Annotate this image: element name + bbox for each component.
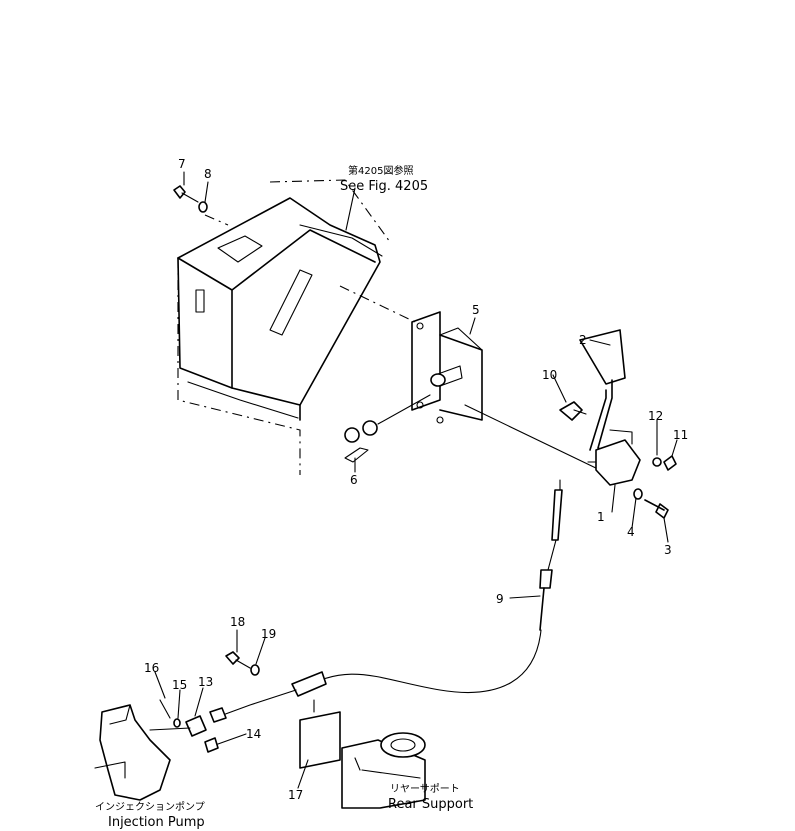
part-number-6: 6 [350, 473, 358, 487]
rear-support-jp-caption: リヤーサポート [390, 783, 460, 795]
bracket-5-drawing [411, 311, 601, 471]
part-number-13: 13 [198, 675, 213, 689]
see-fig-jp-label: 第4205図参照 [348, 164, 413, 177]
injection-pump-drawing [94, 699, 219, 801]
part-number-14: 14 [246, 727, 261, 741]
part-number-12: 12 [648, 409, 663, 423]
part-number-18: 18 [230, 615, 245, 629]
part-number-1: 1 [597, 510, 605, 524]
part-number-7: 7 [178, 157, 186, 171]
bushings-6-drawing [344, 394, 431, 463]
part-number-4: 4 [627, 525, 635, 539]
part-number-17: 17 [288, 788, 303, 802]
injection-pump-jp-caption: インジェクションポンプ [95, 801, 205, 813]
console-cover-drawing [177, 197, 383, 421]
dash-dot-lines [177, 179, 416, 475]
part-number-3: 3 [664, 543, 672, 557]
part-number-19: 19 [261, 627, 276, 641]
part-number-15: 15 [172, 678, 187, 692]
rear-support-en-caption: Rear Support [388, 797, 473, 812]
part-number-11: 11 [673, 428, 688, 442]
part-number-16: 16 [144, 661, 159, 675]
part-number-9: 9 [496, 592, 504, 606]
injection-pump-en-caption: Injection Pump [108, 815, 205, 830]
part-number-8: 8 [204, 167, 212, 181]
part-number-5: 5 [472, 303, 480, 317]
leader-lines [154, 171, 678, 789]
part-number-2: 2 [579, 333, 587, 347]
cable-9-drawing [209, 479, 563, 723]
lever-assembly-drawing [559, 329, 677, 519]
rear-support-drawing [299, 699, 426, 809]
bolt-18-drawing [225, 651, 260, 676]
part-number-10: 10 [542, 368, 557, 382]
bolt-7-drawing [173, 185, 208, 213]
see-fig-en-label: See Fig. 4205 [340, 179, 428, 194]
